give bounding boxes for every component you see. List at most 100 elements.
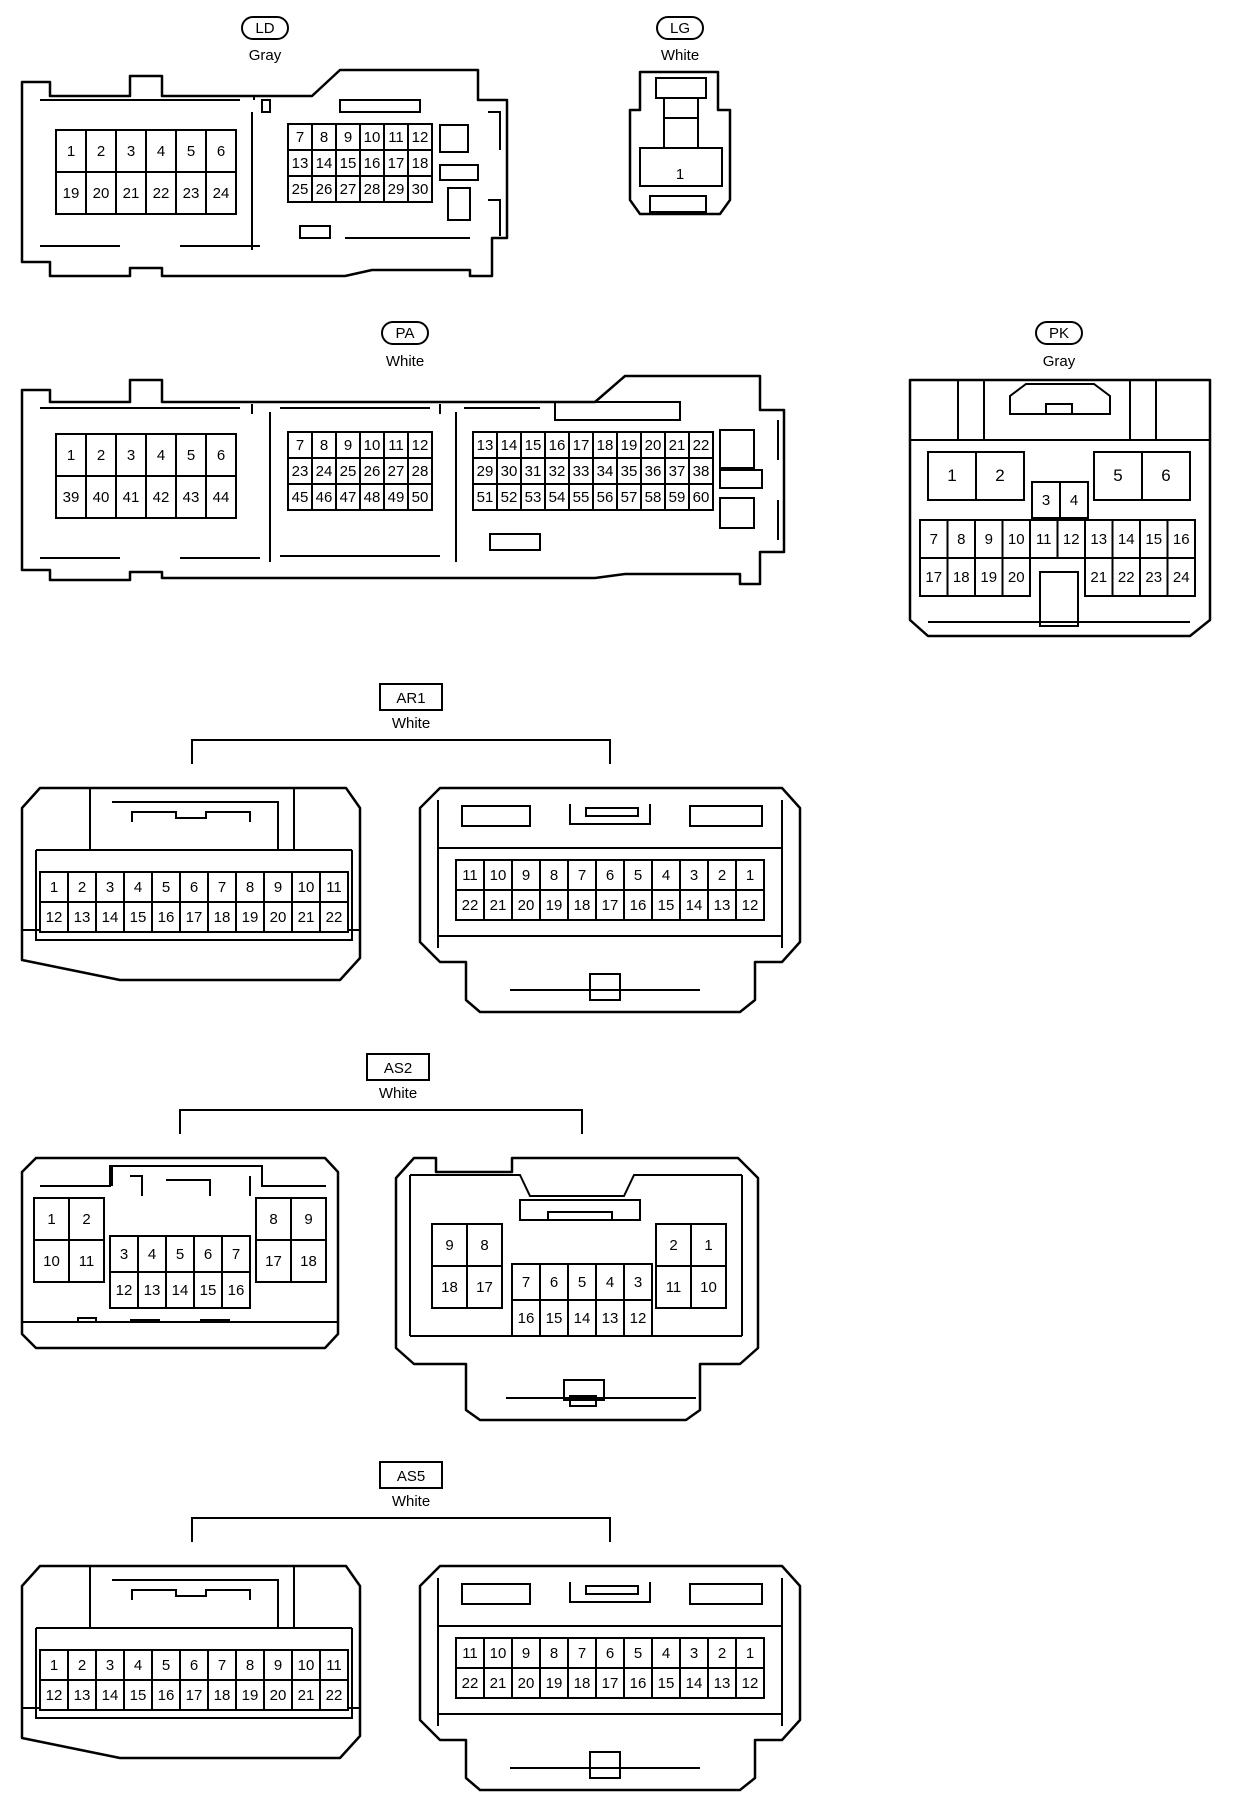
connector-AS5-pin-21: 21 [483, 1667, 513, 1699]
connector-AS5-pin-19: 19 [539, 1667, 569, 1699]
pin-label: 22 [462, 897, 479, 914]
connector-AR1-pin-16: 16 [623, 889, 653, 921]
pin-label: 10 [298, 1657, 315, 1674]
pin-label: 6 [550, 1274, 558, 1291]
pin-label: 22 [1118, 569, 1135, 586]
connector-AS5-pin-22: 22 [319, 1679, 349, 1711]
connector-PK-pin-18: 18 [946, 557, 976, 597]
pin-label: 53 [525, 489, 542, 506]
connector-PK-pin-24: 24 [1166, 557, 1196, 597]
connector-PA-pin-8: 8 [311, 431, 337, 459]
pin-label: 9 [522, 1645, 530, 1662]
pin-label: 37 [669, 463, 686, 480]
pin-label: 43 [183, 489, 200, 506]
connector-AS5-pin-18: 18 [567, 1667, 597, 1699]
pin-label: 21 [123, 185, 140, 202]
pin-label: 8 [246, 1657, 254, 1674]
connector-AS5-pin-1: 1 [735, 1637, 765, 1669]
pin-label: 13 [144, 1282, 161, 1299]
connector-AS5-name: AS5 [397, 1468, 425, 1485]
pin-label: 12 [46, 1687, 63, 1704]
pin-label: 9 [985, 531, 993, 548]
connector-AS2-pin-14: 14 [567, 1299, 597, 1337]
connector-PA-pin-6: 6 [205, 433, 237, 477]
connector-LG: LG White 1 [628, 16, 732, 216]
connector-PK-pin-19: 19 [974, 557, 1004, 597]
connector-PA-pin-33: 33 [568, 457, 594, 485]
pin-label: 32 [549, 463, 566, 480]
connector-LD-pin-30: 30 [407, 175, 433, 203]
pin-label: 24 [316, 463, 333, 480]
connector-PA-pin-50: 50 [407, 483, 433, 511]
pin-label: 23 [1145, 569, 1162, 586]
connector-PK-pin-17: 17 [919, 557, 949, 597]
pin-label: 9 [344, 437, 352, 454]
connector-LD-pin-17: 17 [383, 149, 409, 177]
pin-label: 57 [621, 489, 638, 506]
connector-AS5-pin-3: 3 [95, 1649, 125, 1681]
connector-PA-pin-42: 42 [145, 475, 177, 519]
connector-PA-pin-59: 59 [664, 483, 690, 511]
pin-label: 23 [183, 185, 200, 202]
pin-label: 13 [714, 1675, 731, 1692]
connector-PA-name: PA [396, 325, 415, 342]
pin-label: 5 [176, 1246, 184, 1263]
connector-PA-pin-2: 2 [85, 433, 117, 477]
connector-AS2-pin-3: 3 [623, 1263, 653, 1301]
pin-label: 22 [326, 909, 343, 926]
pin-label: 19 [546, 897, 563, 914]
connector-AS5-right-housing [418, 1564, 802, 1792]
connector-PA-pin-47: 47 [335, 483, 361, 511]
connector-PA-pin-60: 60 [688, 483, 714, 511]
connector-PA-pin-44: 44 [205, 475, 237, 519]
pin-label: 7 [522, 1274, 530, 1291]
connector-PK-pin-5: 5 [1093, 451, 1143, 501]
pin-label: 8 [269, 1211, 277, 1228]
connector-PK-pin-3: 3 [1031, 481, 1061, 519]
pin-label: 7 [218, 879, 226, 896]
pin-label: 6 [217, 447, 225, 464]
pin-label: 20 [270, 909, 287, 926]
pin-label: 24 [213, 185, 230, 202]
connector-AR1-pin-20: 20 [511, 889, 541, 921]
connector-LD-pin-15: 15 [335, 149, 361, 177]
pin-label: 4 [662, 1645, 670, 1662]
pin-label: 21 [1090, 569, 1107, 586]
pin-label: 46 [316, 489, 333, 506]
pin-label: 24 [1173, 569, 1190, 586]
connector-AS2-pin-18: 18 [290, 1239, 327, 1283]
pin-label: 22 [693, 437, 710, 454]
connector-LD-pin-16: 16 [359, 149, 385, 177]
pin-label: 58 [645, 489, 662, 506]
connector-AS2-pin-17: 17 [255, 1239, 292, 1283]
pin-label: 44 [213, 489, 230, 506]
pin-label: 10 [490, 1645, 507, 1662]
connector-AR1-pin-14: 14 [95, 901, 125, 933]
connector-LD-pin-29: 29 [383, 175, 409, 203]
connector-AS5-pin-20: 20 [511, 1667, 541, 1699]
connector-AR1-pin-20: 20 [263, 901, 293, 933]
connector-AS5-pin-2: 2 [67, 1649, 97, 1681]
connector-AS5-pin-6: 6 [179, 1649, 209, 1681]
connector-PA-pin-20: 20 [640, 431, 666, 459]
connector-LD-pin-28: 28 [359, 175, 385, 203]
connector-AS5-pin-17: 17 [595, 1667, 625, 1699]
connector-AS5-pin-10: 10 [291, 1649, 321, 1681]
pin-label: 15 [340, 155, 357, 172]
connector-AS5-pin-12: 12 [39, 1679, 69, 1711]
pin-label: 15 [546, 1310, 563, 1327]
connector-PA-pin-21: 21 [664, 431, 690, 459]
connector-AS5-color: White [392, 1493, 430, 1510]
pin-label: 10 [43, 1253, 60, 1270]
connector-AS2-pin-17: 17 [466, 1265, 503, 1309]
pin-label: 6 [606, 867, 614, 884]
connector-PK-housing [908, 378, 1212, 638]
connector-PA-pin-3: 3 [115, 433, 147, 477]
pin-label: 8 [957, 531, 965, 548]
connector-PK-pin-4: 4 [1059, 481, 1089, 519]
connector-PA-pin-52: 52 [496, 483, 522, 511]
pin-label: 1 [746, 1645, 754, 1662]
